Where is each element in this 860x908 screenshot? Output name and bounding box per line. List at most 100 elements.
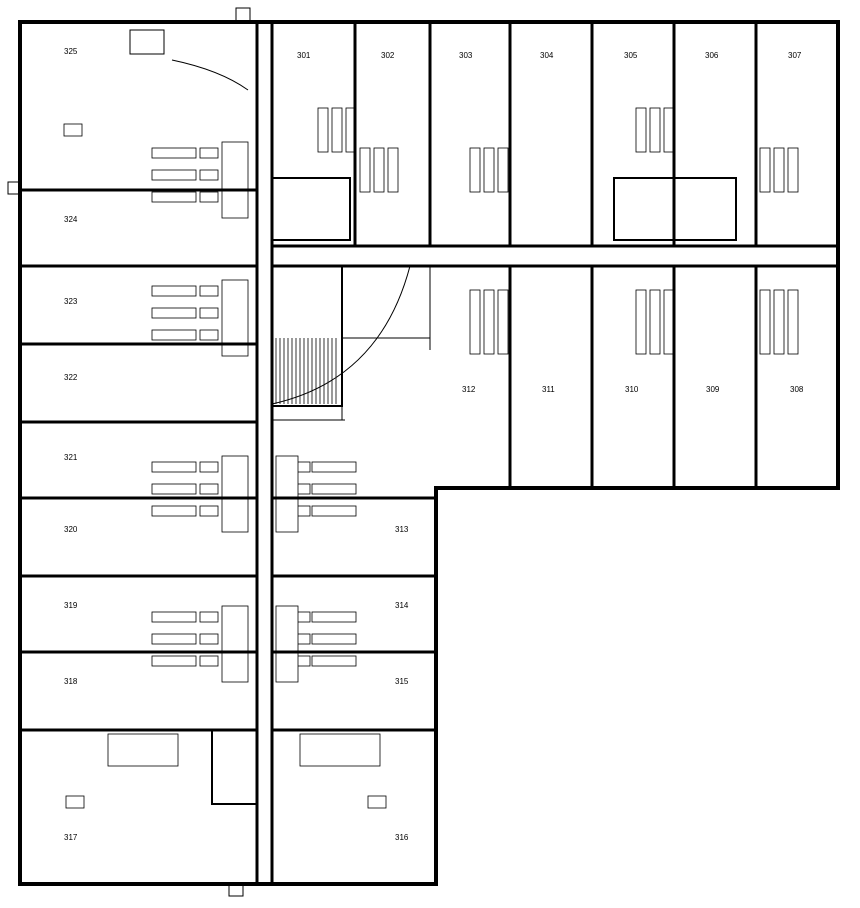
bed-fixture (773, 147, 785, 193)
walls-layer (7, 7, 840, 897)
room-number-310: 310 (625, 385, 639, 394)
bathroom-fixture (299, 733, 381, 767)
bed-fixture (649, 107, 661, 153)
lobby-curve (271, 265, 411, 405)
wardrobe-fixture (199, 633, 219, 645)
room-number-313: 313 (395, 525, 409, 534)
stair-south (211, 729, 258, 805)
stair-north-2 (613, 177, 737, 241)
bed-fixture (311, 483, 357, 495)
bed-fixture (759, 289, 771, 355)
bed-fixture (151, 169, 197, 181)
bathroom-fixture (275, 455, 299, 533)
wardrobe-fixture (199, 461, 219, 473)
bed-fixture (635, 107, 647, 153)
bed-fixture (151, 461, 197, 473)
bed-fixture (497, 289, 509, 355)
stair-north-1 (271, 177, 351, 241)
elevator-box (129, 29, 165, 55)
bathroom-fixture (275, 605, 299, 683)
bed-fixture (311, 505, 357, 517)
sink-fixture (367, 795, 387, 809)
bed-fixture (311, 461, 357, 473)
wardrobe-fixture (199, 285, 219, 297)
room-number-324: 324 (64, 215, 78, 224)
bed-fixture (373, 147, 385, 193)
bed-fixture (387, 147, 399, 193)
bed-fixture (151, 483, 197, 495)
exit-stub-west (7, 181, 21, 195)
bed-fixture (311, 611, 357, 623)
exit-stub-south (228, 883, 244, 897)
bed-fixture (151, 191, 197, 203)
room-number-303: 303 (459, 51, 473, 60)
bed-fixture (311, 655, 357, 667)
room-number-316: 316 (395, 833, 409, 842)
sink-fixture (63, 123, 83, 137)
bed-fixture (317, 107, 329, 153)
bathroom-fixture (107, 733, 179, 767)
bed-fixture (151, 505, 197, 517)
room-number-302: 302 (381, 51, 395, 60)
room-number-304: 304 (540, 51, 554, 60)
wardrobe-fixture (199, 505, 219, 517)
bed-fixture (331, 107, 343, 153)
room-number-311: 311 (542, 385, 555, 394)
room-number-320: 320 (64, 525, 78, 534)
bed-fixture (635, 289, 647, 355)
room-number-301: 301 (297, 51, 311, 60)
bed-fixture (787, 147, 799, 193)
bed-fixture (483, 147, 495, 193)
sink-fixture (65, 795, 85, 809)
room-number-317: 317 (64, 833, 78, 842)
room-number-307: 307 (788, 51, 802, 60)
room-325-curve (171, 59, 249, 91)
bed-fixture (151, 285, 197, 297)
bed-fixture (151, 633, 197, 645)
bed-fixture (359, 147, 371, 193)
bed-fixture (649, 289, 661, 355)
wardrobe-fixture (199, 483, 219, 495)
room-number-305: 305 (624, 51, 638, 60)
room-number-321: 321 (64, 453, 78, 462)
exterior-wall (18, 20, 840, 886)
bed-fixture (759, 147, 771, 193)
bed-fixture (497, 147, 509, 193)
exit-stub-north (235, 7, 251, 23)
room-labels: 301 302 303 304 305 306 307 308 309 310 … (64, 47, 804, 842)
bed-fixture (151, 307, 197, 319)
wardrobe-fixture (199, 191, 219, 203)
bed-fixture (469, 147, 481, 193)
bed-fixture (151, 611, 197, 623)
bathroom-fixture (221, 605, 249, 683)
bed-fixture (151, 147, 197, 159)
bed-fixture (773, 289, 785, 355)
wardrobe-fixture (199, 329, 219, 341)
bathroom-fixture (221, 455, 249, 533)
room-number-319: 319 (64, 601, 78, 610)
room-number-325: 325 (64, 47, 78, 56)
room-number-323: 323 (64, 297, 78, 306)
room-number-308: 308 (790, 385, 804, 394)
bathroom-fixture (221, 141, 249, 219)
room-number-309: 309 (706, 385, 720, 394)
bed-fixture (483, 289, 495, 355)
stair-core (271, 265, 343, 407)
wardrobe-fixture (199, 611, 219, 623)
wardrobe-fixture (199, 307, 219, 319)
bed-fixture (311, 633, 357, 645)
wardrobe-fixture (199, 147, 219, 159)
room-number-314: 314 (395, 601, 409, 610)
wardrobe-fixture (199, 655, 219, 667)
wardrobe-fixture (199, 169, 219, 181)
room-number-318: 318 (64, 677, 78, 686)
bed-fixture (151, 329, 197, 341)
bed-fixture (787, 289, 799, 355)
room-number-312: 312 (462, 385, 476, 394)
room-number-322: 322 (64, 373, 78, 382)
bed-fixture (151, 655, 197, 667)
room-number-315: 315 (395, 677, 409, 686)
room-number-306: 306 (705, 51, 719, 60)
fixtures-layer (63, 107, 799, 809)
